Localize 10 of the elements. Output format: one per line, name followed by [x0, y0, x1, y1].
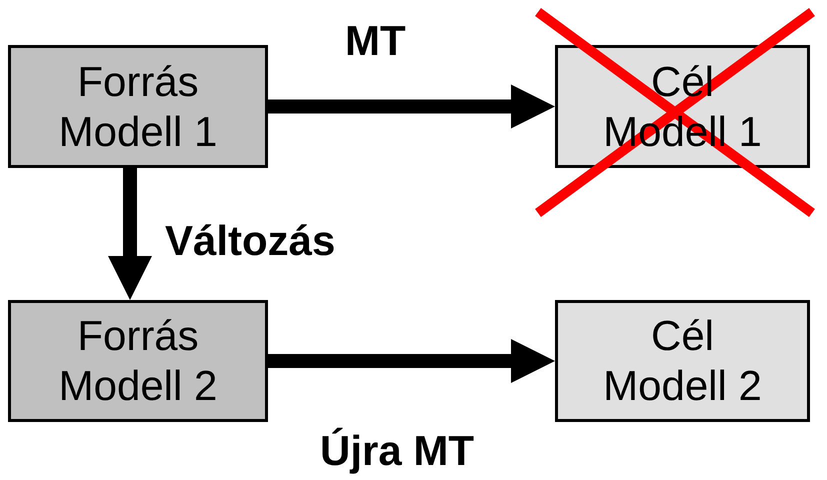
- arrow: [108, 168, 152, 300]
- model-box: [8, 45, 268, 168]
- edge-label: Újra MT: [320, 428, 474, 474]
- box-label: Forrás Modell 2: [58, 311, 218, 411]
- arrow: [268, 339, 555, 383]
- box-label: Forrás Modell 1: [58, 56, 218, 156]
- box-label: Cél Modell 2: [602, 311, 763, 411]
- model-box: [8, 300, 268, 422]
- arrow: [268, 84, 555, 128]
- model-box: [555, 300, 810, 422]
